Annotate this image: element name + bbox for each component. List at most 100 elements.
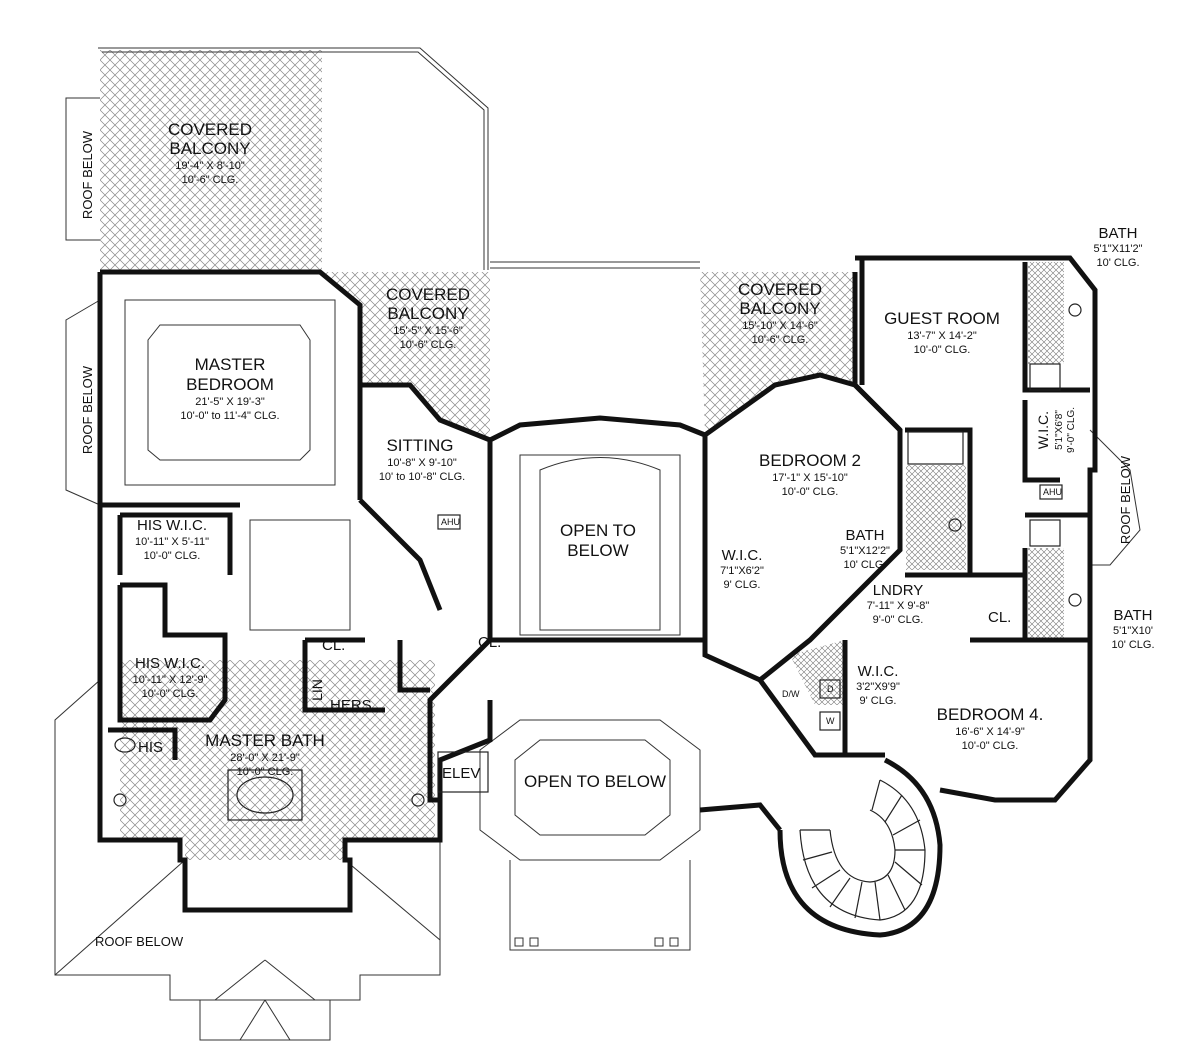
svg-text:28'-0" X 21'-9": 28'-0" X 21'-9"	[230, 752, 300, 764]
wall-guest-top	[855, 255, 1098, 430]
covered-balcony-1: COVERED BALCONY 19'-4" X 8'-10" 10'-6" C…	[168, 120, 252, 186]
roof-below-bottom-label: ROOF BELOW	[95, 934, 184, 949]
bath-2: BATH 5'1"X12'2" 10' CLG.	[840, 527, 890, 571]
svg-text:W.I.C.: W.I.C.	[858, 663, 899, 680]
sitting: SITTING 10'-8" X 9'-10" 10' to 10'-8" CL…	[379, 436, 465, 483]
svg-text:10'-6" CLG.: 10'-6" CLG.	[182, 174, 239, 186]
svg-text:HIS W.I.C.: HIS W.I.C.	[135, 655, 205, 672]
svg-text:17'-1" X 15'-10": 17'-1" X 15'-10"	[772, 472, 848, 484]
wall-lndry-2	[757, 678, 845, 758]
wic-bedroom-2: W.I.C. 7'1"X6'2" 9' CLG.	[720, 547, 764, 591]
bath-2-floor	[906, 465, 966, 570]
svg-text:10'-0" CLG.: 10'-0" CLG.	[914, 344, 971, 356]
dryer-label: D	[827, 684, 834, 694]
svg-text:10' CLG.: 10' CLG.	[1096, 257, 1139, 269]
stair-outer-arc	[799, 779, 926, 921]
svg-text:BEDROOM 2: BEDROOM 2	[759, 451, 861, 470]
svg-text:5'1"X12'2": 5'1"X12'2"	[840, 545, 890, 557]
sink-bath2	[948, 518, 962, 532]
open-to-below-2-inner	[514, 739, 671, 836]
svg-text:10'-6" CLG.: 10'-6" CLG.	[752, 334, 809, 346]
svg-text:9'-0" CLG.: 9'-0" CLG.	[873, 614, 924, 626]
svg-text:10'-8" X 9'-10": 10'-8" X 9'-10"	[387, 457, 457, 469]
svg-text:GUEST ROOM: GUEST ROOM	[884, 309, 1000, 328]
gable-ridge-1	[214, 959, 266, 1001]
cl-label-1: CL.	[322, 637, 345, 654]
wall-bedroom2	[702, 372, 903, 683]
wall-hers-closet	[302, 640, 385, 713]
svg-text:BALCONY: BALCONY	[169, 139, 250, 158]
covered-balcony-1-floor	[100, 50, 322, 272]
open-to-below-2: OPEN TO BELOW	[524, 772, 666, 791]
walls	[97, 255, 1098, 938]
svg-text:10'-11" X 12'-9": 10'-11" X 12'-9"	[133, 674, 208, 686]
balcony-rail-top-inner	[102, 51, 485, 270]
svg-text:10'-0" CLG.: 10'-0" CLG.	[237, 766, 294, 778]
wall-wic-guest	[1022, 400, 1060, 483]
covered-balcony-3-floor	[700, 272, 855, 435]
thin-outlines	[54, 47, 1141, 1041]
svg-text:OPEN TO: OPEN TO	[560, 521, 636, 540]
laundry: LNDRY 7'-11" X 9'-8" 9'-0" CLG.	[867, 582, 930, 626]
svg-text:3'2"X9'9": 3'2"X9'9"	[856, 681, 900, 693]
covered-balcony-3: COVERED BALCONY 15'-10" X 14'-6" 10'-6" …	[738, 280, 822, 346]
wall-hall-vanity	[397, 640, 430, 693]
wic-guest: W.I.C. 5'1"X6'8" 9'-0" CLG.	[1035, 407, 1077, 453]
front-porch-outline	[509, 860, 691, 951]
bath-4: BATH 5'1"X10' 10' CLG.	[1111, 607, 1154, 651]
svg-text:15'-5" X 15'-6": 15'-5" X 15'-6"	[393, 325, 463, 337]
washer-label: W	[826, 716, 835, 726]
wall-guest-bath	[1022, 262, 1090, 393]
master-bedroom-ceiling-inner	[147, 324, 311, 461]
roof-below-left-bottom-outline	[54, 679, 441, 1001]
lin-label: LIN	[309, 679, 325, 701]
bedroom-2: BEDROOM 2 17'-1" X 15'-10" 10'-0" CLG.	[759, 451, 861, 498]
shower-guest	[1029, 363, 1061, 391]
svg-text:HIS W.I.C.: HIS W.I.C.	[137, 517, 207, 534]
his-wic-1: HIS W.I.C. 10'-11" X 5'-11" 10'-0" CLG.	[135, 517, 209, 562]
master-bath: MASTER BATH 28'-0" X 21'-9" 10'-0" CLG.	[205, 731, 325, 778]
master-bedroom: MASTER BEDROOM 21'-5" X 19'-3" 10'-0" to…	[180, 355, 279, 422]
bottom-gable	[199, 1000, 331, 1041]
porch-column-2	[529, 937, 539, 947]
washer	[819, 711, 841, 731]
bath-4-floor	[1028, 548, 1064, 640]
master-bedroom-ceiling	[124, 299, 336, 486]
stair-inner-arc	[829, 809, 896, 883]
ahu-box-2	[1039, 484, 1063, 500]
roof-below-left-mid-outline	[65, 299, 101, 506]
porch-column-3	[654, 937, 664, 947]
svg-text:W.I.C.: W.I.C.	[1035, 411, 1051, 449]
svg-text:10'-0" CLG.: 10'-0" CLG.	[144, 550, 201, 562]
svg-text:10' CLG.: 10' CLG.	[1111, 639, 1154, 651]
svg-text:W.I.C.: W.I.C.	[722, 547, 763, 564]
porch-column-1	[514, 937, 524, 947]
fixtures	[113, 303, 1082, 821]
svg-text:7'1"X6'2": 7'1"X6'2"	[720, 565, 764, 577]
sink-master-1	[113, 793, 127, 807]
svg-text:BALCONY: BALCONY	[739, 299, 820, 318]
svg-text:10'-11" X 5'-11": 10'-11" X 5'-11"	[135, 536, 209, 548]
svg-text:COVERED: COVERED	[168, 120, 252, 139]
roof-below-left-mid-label: ROOF BELOW	[80, 365, 95, 454]
roof-below-left-top-label: ROOF BELOW	[80, 130, 95, 219]
svg-text:BEDROOM: BEDROOM	[186, 375, 274, 394]
wall-master-wing	[97, 269, 493, 913]
svg-text:BEDROOM 4.: BEDROOM 4.	[937, 705, 1044, 724]
wall-his-wic-1	[120, 512, 233, 575]
sink-guest	[1068, 303, 1082, 317]
svg-text:10'-0" CLG.: 10'-0" CLG.	[782, 486, 839, 498]
svg-text:BATH: BATH	[1114, 607, 1153, 624]
gable-ridge-3	[239, 999, 266, 1041]
wall-guest-room	[852, 272, 902, 432]
wall-open1-left	[488, 415, 706, 443]
hers-label: HERS	[330, 697, 372, 714]
svg-text:MASTER BATH: MASTER BATH	[205, 731, 325, 750]
wall-his-toilet	[108, 727, 178, 760]
svg-text:16'-6" X 14'-9": 16'-6" X 14'-9"	[955, 726, 1025, 738]
his-label: HIS	[138, 739, 163, 756]
gable-ridge-2	[264, 959, 316, 1001]
open-to-below-2-rail	[479, 719, 701, 861]
svg-text:15'-10" X 14'-6": 15'-10" X 14'-6"	[742, 320, 818, 332]
